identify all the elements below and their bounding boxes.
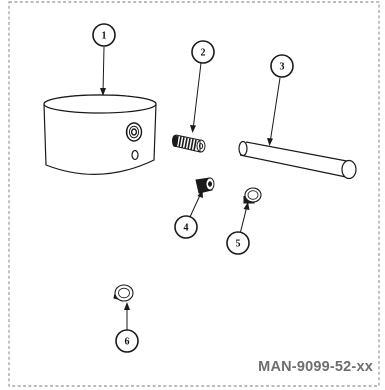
callout-1-label: 1 <box>102 31 107 42</box>
leader-lines <box>100 46 281 335</box>
part-2-set-screw <box>172 134 206 153</box>
callout-4-label: 4 <box>184 223 189 234</box>
callout-6-label: 6 <box>125 337 130 348</box>
callout-4: 4 <box>174 215 198 239</box>
part-number-label: MAN-9099-52-xx <box>258 359 373 375</box>
callout-2: 2 <box>191 40 215 64</box>
callout-3-label: 3 <box>280 62 285 73</box>
part-1-housing <box>43 94 157 175</box>
callout-2-label: 2 <box>201 48 206 59</box>
part-6-cap <box>113 284 134 302</box>
callout-1: 1 <box>92 23 116 47</box>
callout-3: 3 <box>270 54 294 78</box>
part-4-nut <box>195 177 215 194</box>
callout-6: 6 <box>115 329 139 353</box>
part-3-rod <box>238 140 357 180</box>
callout-5: 5 <box>226 231 250 255</box>
callout-5-label: 5 <box>236 239 241 250</box>
dashed-frame <box>8 1 380 387</box>
part-5-cap <box>243 187 262 204</box>
